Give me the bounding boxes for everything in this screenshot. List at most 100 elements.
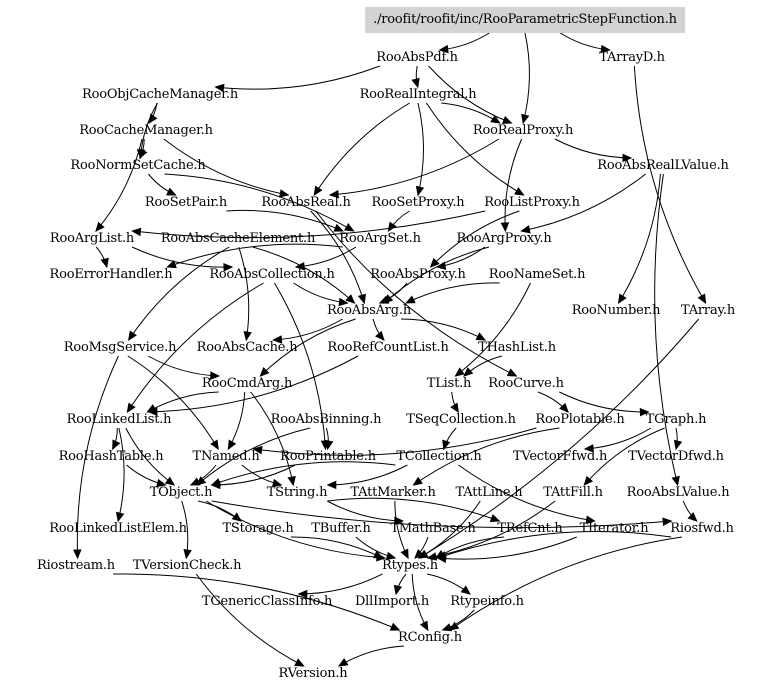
edge-rooabscacheelement-to-rooabscache [238,246,250,341]
node-tlist[interactable]: TList.h [426,376,472,391]
node-rooplotable[interactable]: RooPlotable.h [535,412,625,427]
node-tattfill[interactable]: TAttFill.h [543,485,603,500]
arrowhead-icon [441,623,453,632]
node-tvectordfwd[interactable]: TVectorDfwd.h [628,449,724,464]
edge-rtypes-to-tgenericclassinfo [298,573,383,595]
node-roosetpair[interactable]: RooSetPair.h [144,195,228,210]
arrowhead-icon [639,407,650,417]
arrowhead-icon [460,585,471,595]
node-roorealproxy[interactable]: RooRealProxy.h [472,123,574,138]
node-roorefcountlist[interactable]: RooRefCountList.h [327,340,449,355]
node-rooabscacheelement[interactable]: RooAbsCacheElement.h [160,231,316,246]
arrowhead-icon [411,77,420,89]
arrowhead-icon [183,548,192,560]
arrowhead-icon [387,221,397,233]
edge-roorealintegral-to-roorealproxy [441,102,500,124]
node-rtypeinfo[interactable]: Rtypeinfo.h [450,594,524,609]
node-rooabsreallvalue[interactable]: RooAbsRealLValue.h [597,158,729,173]
edge-rooabscacheelement-to-roomsgservice [128,246,230,341]
node-tarray[interactable]: TArray.h [680,303,736,318]
node-roocmdarg[interactable]: RooCmdArg.h [201,376,293,391]
edge-rooabsreallvalue-to-roonumber [618,173,661,304]
node-dllimport[interactable]: DllImport.h [354,594,430,609]
node-tvectorffwd[interactable]: TVectorFfwd.h [512,449,608,464]
node-tmathbase[interactable]: TMathBase.h [390,521,476,536]
arrowhead-icon [600,44,611,54]
node-rooerrorhandler[interactable]: RooErrorHandler.h [49,267,173,282]
node-tarrayd[interactable]: TArrayD.h [599,50,665,65]
node-roohashtable[interactable]: RooHashTable.h [58,449,164,464]
edge-roomsgservice-to-tnamed [127,355,219,450]
node-trefcnt[interactable]: TRefCnt.h [497,521,563,536]
edge-rooabsarg-to-thashlist [400,318,486,341]
edge-rooplotable-to-tnamed [253,427,537,456]
arrowhead-icon [426,552,438,561]
edge-rooarglist-to-rooabscollection [131,246,233,268]
node-rooabsproxy[interactable]: RooAbsProxy.h [370,267,466,282]
arrowhead-icon [405,295,416,304]
node-roosetproxy[interactable]: RooSetProxy.h [371,195,465,210]
node-roonumber[interactable]: RooNumber.h [571,303,661,318]
node-roorealintegral[interactable]: RooRealIntegral.h [359,87,477,102]
node-tstring[interactable]: TString.h [266,485,328,500]
node-rooabscollection[interactable]: RooAbsCollection.h [209,267,335,282]
node-thashlist[interactable]: THashList.h [478,340,556,355]
arrowhead-icon [450,402,459,414]
arrowhead-icon [337,657,349,667]
node-titerator[interactable]: TIterator.h [579,521,649,536]
node-tobject[interactable]: TObject.h [149,485,213,500]
node-tstorage[interactable]: TStorage.h [222,521,294,536]
node-rooabsarg[interactable]: RooAbsArg.h [326,303,412,318]
node-tversioncheck[interactable]: TVersionCheck.h [132,558,242,573]
node-rtypes[interactable]: Rtypes.h [382,558,438,573]
node-rooabslvalue[interactable]: RooAbsLValue.h [626,485,730,500]
arrowhead-icon [585,515,596,524]
root-node[interactable]: ./roofit/roofit/inc/RooParametricStepFun… [365,7,685,33]
node-roonormsetcache[interactable]: RooNormSetCache.h [70,158,206,173]
arrowhead-icon [438,44,449,54]
node-roonameset[interactable]: RooNameSet.h [488,267,586,282]
arrowhead-icon [414,548,424,559]
node-roocurve[interactable]: RooCurve.h [488,376,564,391]
node-rooargproxy[interactable]: RooArgProxy.h [456,231,552,246]
arrowhead-icon [297,589,308,599]
arrowhead-icon [252,445,263,455]
node-tattline[interactable]: TAttLine.h [455,485,523,500]
arrowhead-icon [231,512,242,522]
arrowhead-icon [520,225,531,234]
arrowhead-icon [146,404,157,413]
node-riostream[interactable]: Riostream.h [37,558,115,573]
node-roolistproxy[interactable]: RooListProxy.h [484,195,580,210]
edge-rooargset-to-rooabscollection [295,246,357,268]
arrowhead-icon [326,480,337,490]
arrowhead-icon [164,476,176,486]
edges-layer [73,31,707,667]
edge-rooabscollection-to-rooprintable [274,282,326,450]
edge-tstring-to-tmathbase [326,500,403,522]
node-rooobjcachemanager[interactable]: RooObjCacheManager.h [82,87,238,102]
edge-roocachemanager-to-rooabsreal [163,138,289,196]
node-roocachemanager[interactable]: RooCacheManager.h [79,123,213,138]
node-rooargset[interactable]: RooArgSet.h [339,231,421,246]
arrowhead-icon [400,548,409,560]
node-roolinkedlistelem[interactable]: RooLinkedListElem.h [49,521,187,536]
node-tgraph[interactable]: TGraph.h [645,412,707,427]
node-tgenericclassinfo[interactable]: TGenericClassInfo.h [201,594,333,609]
node-rooabsbinning[interactable]: RooAbsBinning.h [270,412,382,427]
node-tbuffer[interactable]: TBuffer.h [311,521,371,536]
arrowhead-icon [412,476,423,486]
node-tnamed[interactable]: TNamed.h [192,449,260,464]
node-tattmarker[interactable]: TAttMarker.h [350,485,436,500]
node-rooabspdf[interactable]: RooAbsPdf.h [376,50,458,65]
node-roomsgservice[interactable]: RooMsgService.h [63,340,177,355]
node-rooabsreal[interactable]: RooAbsReal.h [261,195,351,210]
node-tseqcollection[interactable]: TSeqCollection.h [406,412,516,427]
node-rooarglist[interactable]: RooArgList.h [49,231,135,246]
node-riosfwd[interactable]: Riosfwd.h [670,521,734,536]
node-rversion[interactable]: RVersion.h [278,666,348,681]
node-rooabscache[interactable]: RooAbsCache.h [196,340,298,355]
node-rconfig[interactable]: RConfig.h [398,630,462,645]
node-roolinkedlist[interactable]: RooLinkedList.h [66,412,172,427]
node-tcollection[interactable]: TCollection.h [396,449,482,464]
node-rooprintable[interactable]: RooPrintable.h [280,449,376,464]
